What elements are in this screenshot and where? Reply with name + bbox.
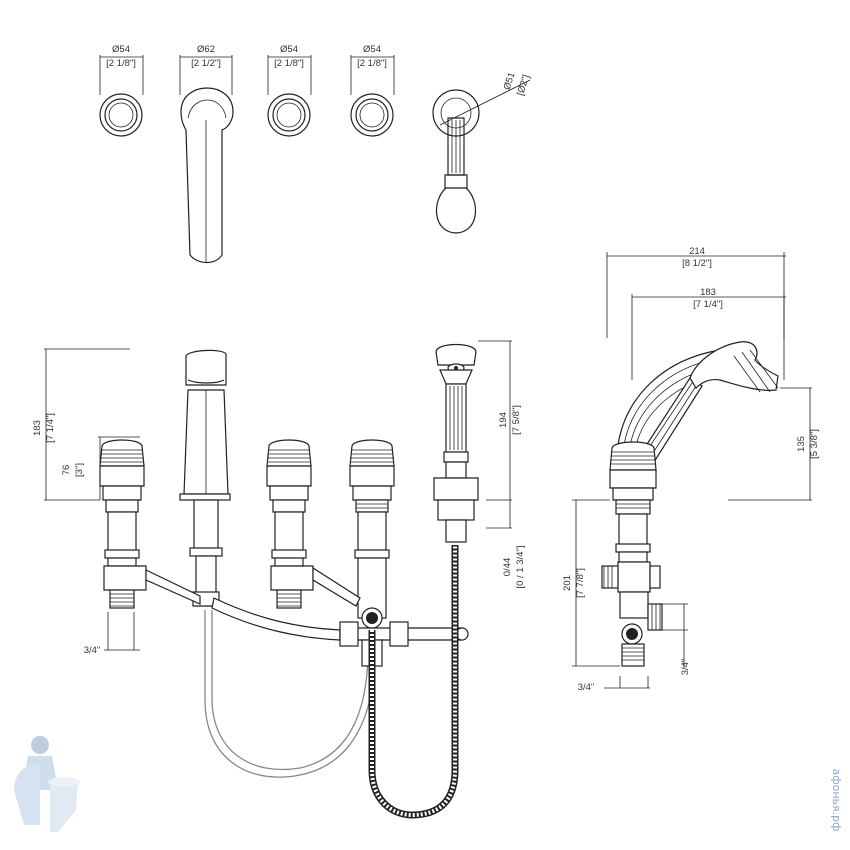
side-height-body-inch: [7 7/8"] [575, 568, 586, 598]
front-shower-height-inch: [7 5/8"] [511, 405, 522, 435]
side-width-total-mm: 214 [689, 246, 705, 257]
watermark-text: афонья.рф [830, 768, 843, 831]
side-height-body-mm: 201 [562, 575, 573, 591]
front-hand-shower [433, 343, 479, 543]
top-handle-right-dia: Ø54 [363, 44, 381, 55]
top-handle-right-inch: [2 1/8"] [357, 58, 387, 69]
side-outlet-side-label: 3/4" [680, 659, 691, 676]
front-view: 183 [7 1/4"] 76 [3"] 3/4" 194 [7 5/8"] 0… [32, 340, 526, 819]
side-width-inner-mm: 183 [700, 287, 716, 298]
front-height-total-mm: 183 [32, 420, 43, 436]
connection-hose [204, 610, 376, 778]
front-pipes [145, 566, 469, 667]
side-height-shower-inch: [5 3/8"] [809, 429, 820, 459]
front-shower-height-mm: 194 [498, 412, 509, 428]
side-width-inner-inch: [7 1/4"] [693, 299, 723, 310]
front-height-handle-mm: 76 [61, 465, 72, 476]
spout-top [180, 87, 234, 264]
top-spout-inch: [2 1/2"] [191, 58, 221, 69]
handle-mid-top [267, 93, 311, 137]
top-handle-left-dia: Ø54 [112, 44, 130, 55]
top-spout-dia: Ø62 [197, 44, 215, 55]
top-shower-dia: Ø51 [502, 71, 518, 91]
side-outlet-bottom-label: 3/4" [578, 682, 595, 693]
top-handle-mid-dia: Ø54 [280, 44, 298, 55]
front-inlet-label: 3/4" [84, 645, 101, 656]
front-height-handle-inch: [3"] [74, 463, 85, 477]
front-handle-left [99, 439, 147, 609]
front-deck-mm: 0/44 [502, 558, 513, 577]
top-view: Ø54 [2 1/8"] Ø62 [2 1/2"] Ø54 [2 1/8"] Ø… [99, 44, 532, 264]
handle-right-top [350, 93, 394, 137]
top-shower-inch: [Ø2"] [515, 73, 532, 97]
front-height-total-inch: [7 1/4"] [45, 413, 56, 443]
handle-left-top [99, 93, 143, 137]
side-width-total-inch: [8 1/2"] [682, 258, 712, 269]
front-spout [179, 349, 231, 607]
hand-shower-top [432, 89, 480, 234]
front-deck-inch: [0 / 1 3/4"] [515, 546, 526, 589]
front-handle-right [349, 439, 395, 619]
front-handle-mid [266, 439, 314, 609]
front-shower-hose [368, 545, 459, 819]
top-handle-mid-inch: [2 1/8"] [274, 58, 304, 69]
side-view: 214 [8 1/2"] 183 [7 1/4"] 135 [5 3/8"] 2… [562, 246, 820, 693]
plumber-logo-watermark [14, 736, 80, 832]
side-height-shower-mm: 135 [796, 436, 807, 452]
side-valve-body [601, 441, 663, 667]
top-handle-left-inch: [2 1/8"] [106, 58, 136, 69]
